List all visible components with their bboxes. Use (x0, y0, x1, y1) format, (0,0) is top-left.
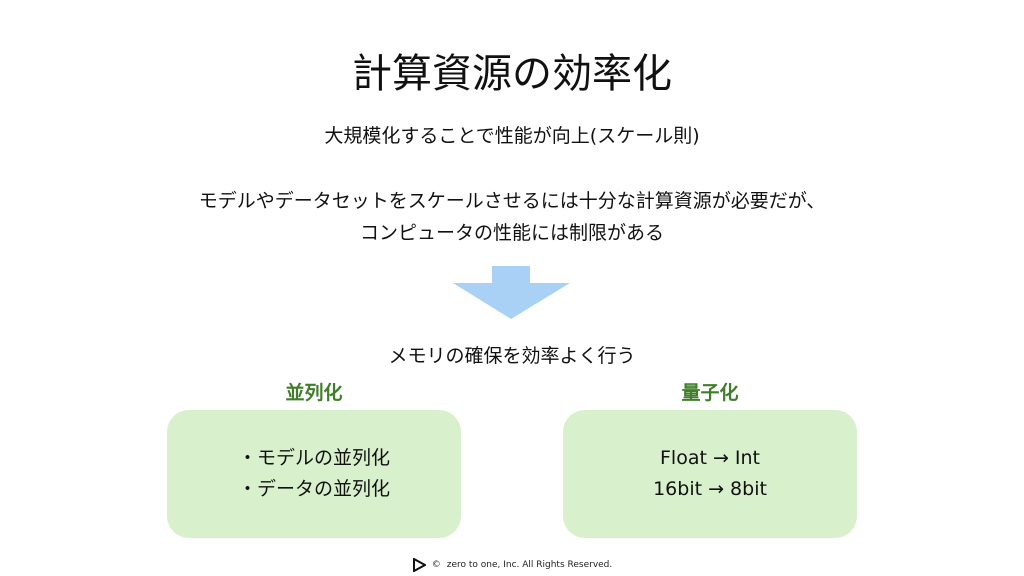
description: モデルやデータセットをスケールさせるには十分な計算資源が必要だが、 コンピュータ… (0, 185, 1024, 249)
lead-text: メモリの確保を効率よく行う (388, 345, 636, 367)
down-arrow-icon (453, 266, 570, 319)
parallel-box: モデルの並列化 データの並列化 (167, 410, 461, 538)
footer: © zero to one, Inc. All Rights Reserved. (0, 558, 1024, 572)
logo-play-icon (412, 558, 426, 572)
quantization-heading: 量子化 (681, 382, 739, 404)
description-line: モデルやデータセットをスケールさせるには十分な計算資源が必要だが、 (198, 190, 826, 212)
quantization-box: Float → Int 16bit → 8bit (563, 410, 857, 538)
copyright-text: zero to one, Inc. All Rights Reserved. (446, 560, 613, 570)
list-item: データの並列化 (238, 474, 390, 505)
quantization-line: 16bit → 8bit (653, 478, 767, 500)
parallel-heading: 並列化 (285, 382, 343, 404)
quantization-line: Float → Int (659, 447, 761, 469)
list-item: モデルの並列化 (238, 443, 390, 474)
subtitle: 大規模化することで性能が向上(スケール則) (324, 125, 700, 147)
description-line: コンピュータの性能には制限がある (359, 222, 664, 244)
slide-title: 計算資源の効率化 (352, 51, 672, 97)
copyright-symbol: © (431, 560, 441, 570)
